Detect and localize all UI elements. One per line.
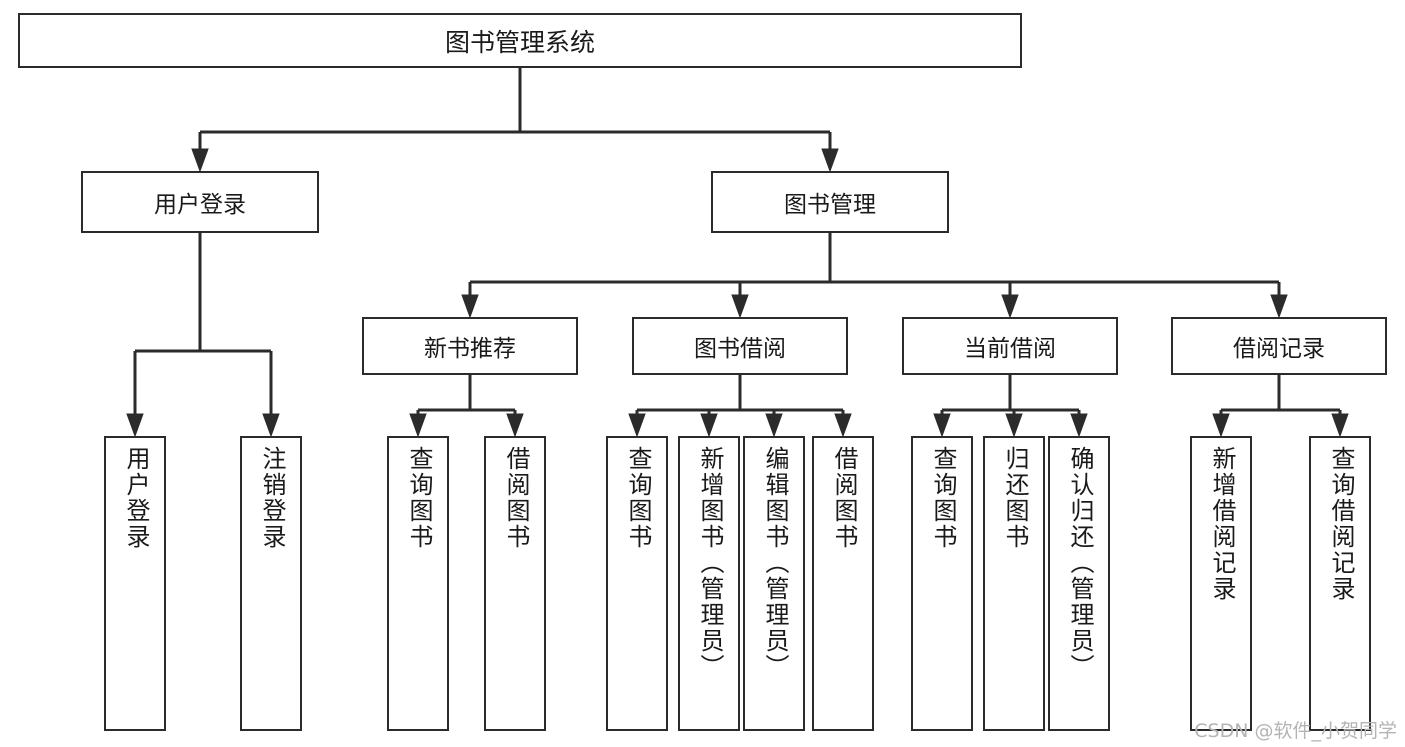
node-login[interactable]: 用户登录 bbox=[81, 171, 319, 233]
edge-group-current bbox=[933, 375, 1088, 438]
node-l-b-add[interactable]: 新增图书（管理员） bbox=[678, 436, 740, 731]
node-l-c-return[interactable]: 归还图书 bbox=[983, 436, 1045, 731]
arrowhead-icon bbox=[628, 413, 646, 438]
arrowhead-icon bbox=[126, 413, 144, 438]
arrowhead-icon bbox=[765, 413, 783, 438]
node-label: 当前借阅 bbox=[964, 336, 1056, 362]
node-label: 用户登录 bbox=[121, 446, 150, 550]
edge-group-root bbox=[191, 68, 839, 173]
arrowhead-icon bbox=[1331, 413, 1349, 438]
arrowhead-icon bbox=[461, 294, 479, 319]
node-label: 图书管理系统 bbox=[444, 27, 595, 57]
node-l-c-query[interactable]: 查询图书 bbox=[911, 436, 973, 731]
node-l-r-add[interactable]: 新增借阅记录 bbox=[1190, 436, 1252, 731]
node-label: 查询图书 bbox=[404, 446, 433, 550]
arrowhead-icon bbox=[1001, 294, 1019, 319]
node-l-b-query[interactable]: 查询图书 bbox=[606, 436, 668, 731]
node-label: 查询借阅记录 bbox=[1326, 446, 1355, 602]
node-l-c-confirm[interactable]: 确认归还（管理员） bbox=[1048, 436, 1110, 731]
node-label: 借阅图书 bbox=[501, 446, 530, 550]
node-l-r-query[interactable]: 查询借阅记录 bbox=[1309, 436, 1371, 731]
node-label: 归还图书 bbox=[1000, 446, 1029, 550]
arrowhead-icon bbox=[409, 413, 427, 438]
arrowhead-icon bbox=[191, 148, 209, 173]
node-label: 编辑图书（管理员） bbox=[760, 446, 789, 680]
node-l-login[interactable]: 用户登录 bbox=[104, 436, 166, 731]
node-l-nb-query[interactable]: 查询图书 bbox=[387, 436, 449, 731]
arrowhead-icon bbox=[933, 413, 951, 438]
arrowhead-icon bbox=[1005, 413, 1023, 438]
node-label: 新增借阅记录 bbox=[1207, 446, 1236, 602]
arrowhead-icon bbox=[1212, 413, 1230, 438]
node-l-nb-borrow[interactable]: 借阅图书 bbox=[484, 436, 546, 731]
node-label: 用户登录 bbox=[154, 192, 246, 218]
arrowhead-icon bbox=[834, 413, 852, 438]
arrowhead-icon bbox=[262, 413, 280, 438]
node-l-b-borrow[interactable]: 借阅图书 bbox=[812, 436, 874, 731]
node-l-logout[interactable]: 注销登录 bbox=[240, 436, 302, 731]
node-label: 借阅记录 bbox=[1233, 336, 1325, 362]
node-label: 图书借阅 bbox=[694, 336, 786, 362]
node-label: 注销登录 bbox=[257, 446, 286, 550]
node-records[interactable]: 借阅记录 bbox=[1171, 317, 1387, 375]
edge-group-bookmgmt bbox=[461, 233, 1288, 319]
arrowhead-icon bbox=[731, 294, 749, 319]
node-label: 新书推荐 bbox=[424, 336, 516, 362]
edge-group-login bbox=[126, 233, 280, 438]
node-root[interactable]: 图书管理系统 bbox=[18, 13, 1022, 68]
arrowhead-icon bbox=[821, 148, 839, 173]
node-label: 新增图书（管理员） bbox=[695, 446, 724, 680]
arrowhead-icon bbox=[1070, 413, 1088, 438]
node-label: 查询图书 bbox=[928, 446, 957, 550]
arrowhead-icon bbox=[506, 413, 524, 438]
node-newbook[interactable]: 新书推荐 bbox=[362, 317, 578, 375]
node-current[interactable]: 当前借阅 bbox=[902, 317, 1118, 375]
arrowhead-icon bbox=[1270, 294, 1288, 319]
edge-group-newbook bbox=[409, 375, 524, 438]
node-label: 借阅图书 bbox=[829, 446, 858, 550]
node-l-b-edit[interactable]: 编辑图书（管理员） bbox=[743, 436, 805, 731]
node-label: 图书管理 bbox=[784, 192, 876, 218]
node-bookmgmt[interactable]: 图书管理 bbox=[711, 171, 949, 233]
node-label: 确认归还（管理员） bbox=[1065, 446, 1094, 680]
node-label: 查询图书 bbox=[623, 446, 652, 550]
node-borrow[interactable]: 图书借阅 bbox=[632, 317, 848, 375]
edge-group-records bbox=[1212, 375, 1349, 438]
arrowhead-icon bbox=[700, 413, 718, 438]
edge-group-borrow bbox=[628, 375, 852, 438]
